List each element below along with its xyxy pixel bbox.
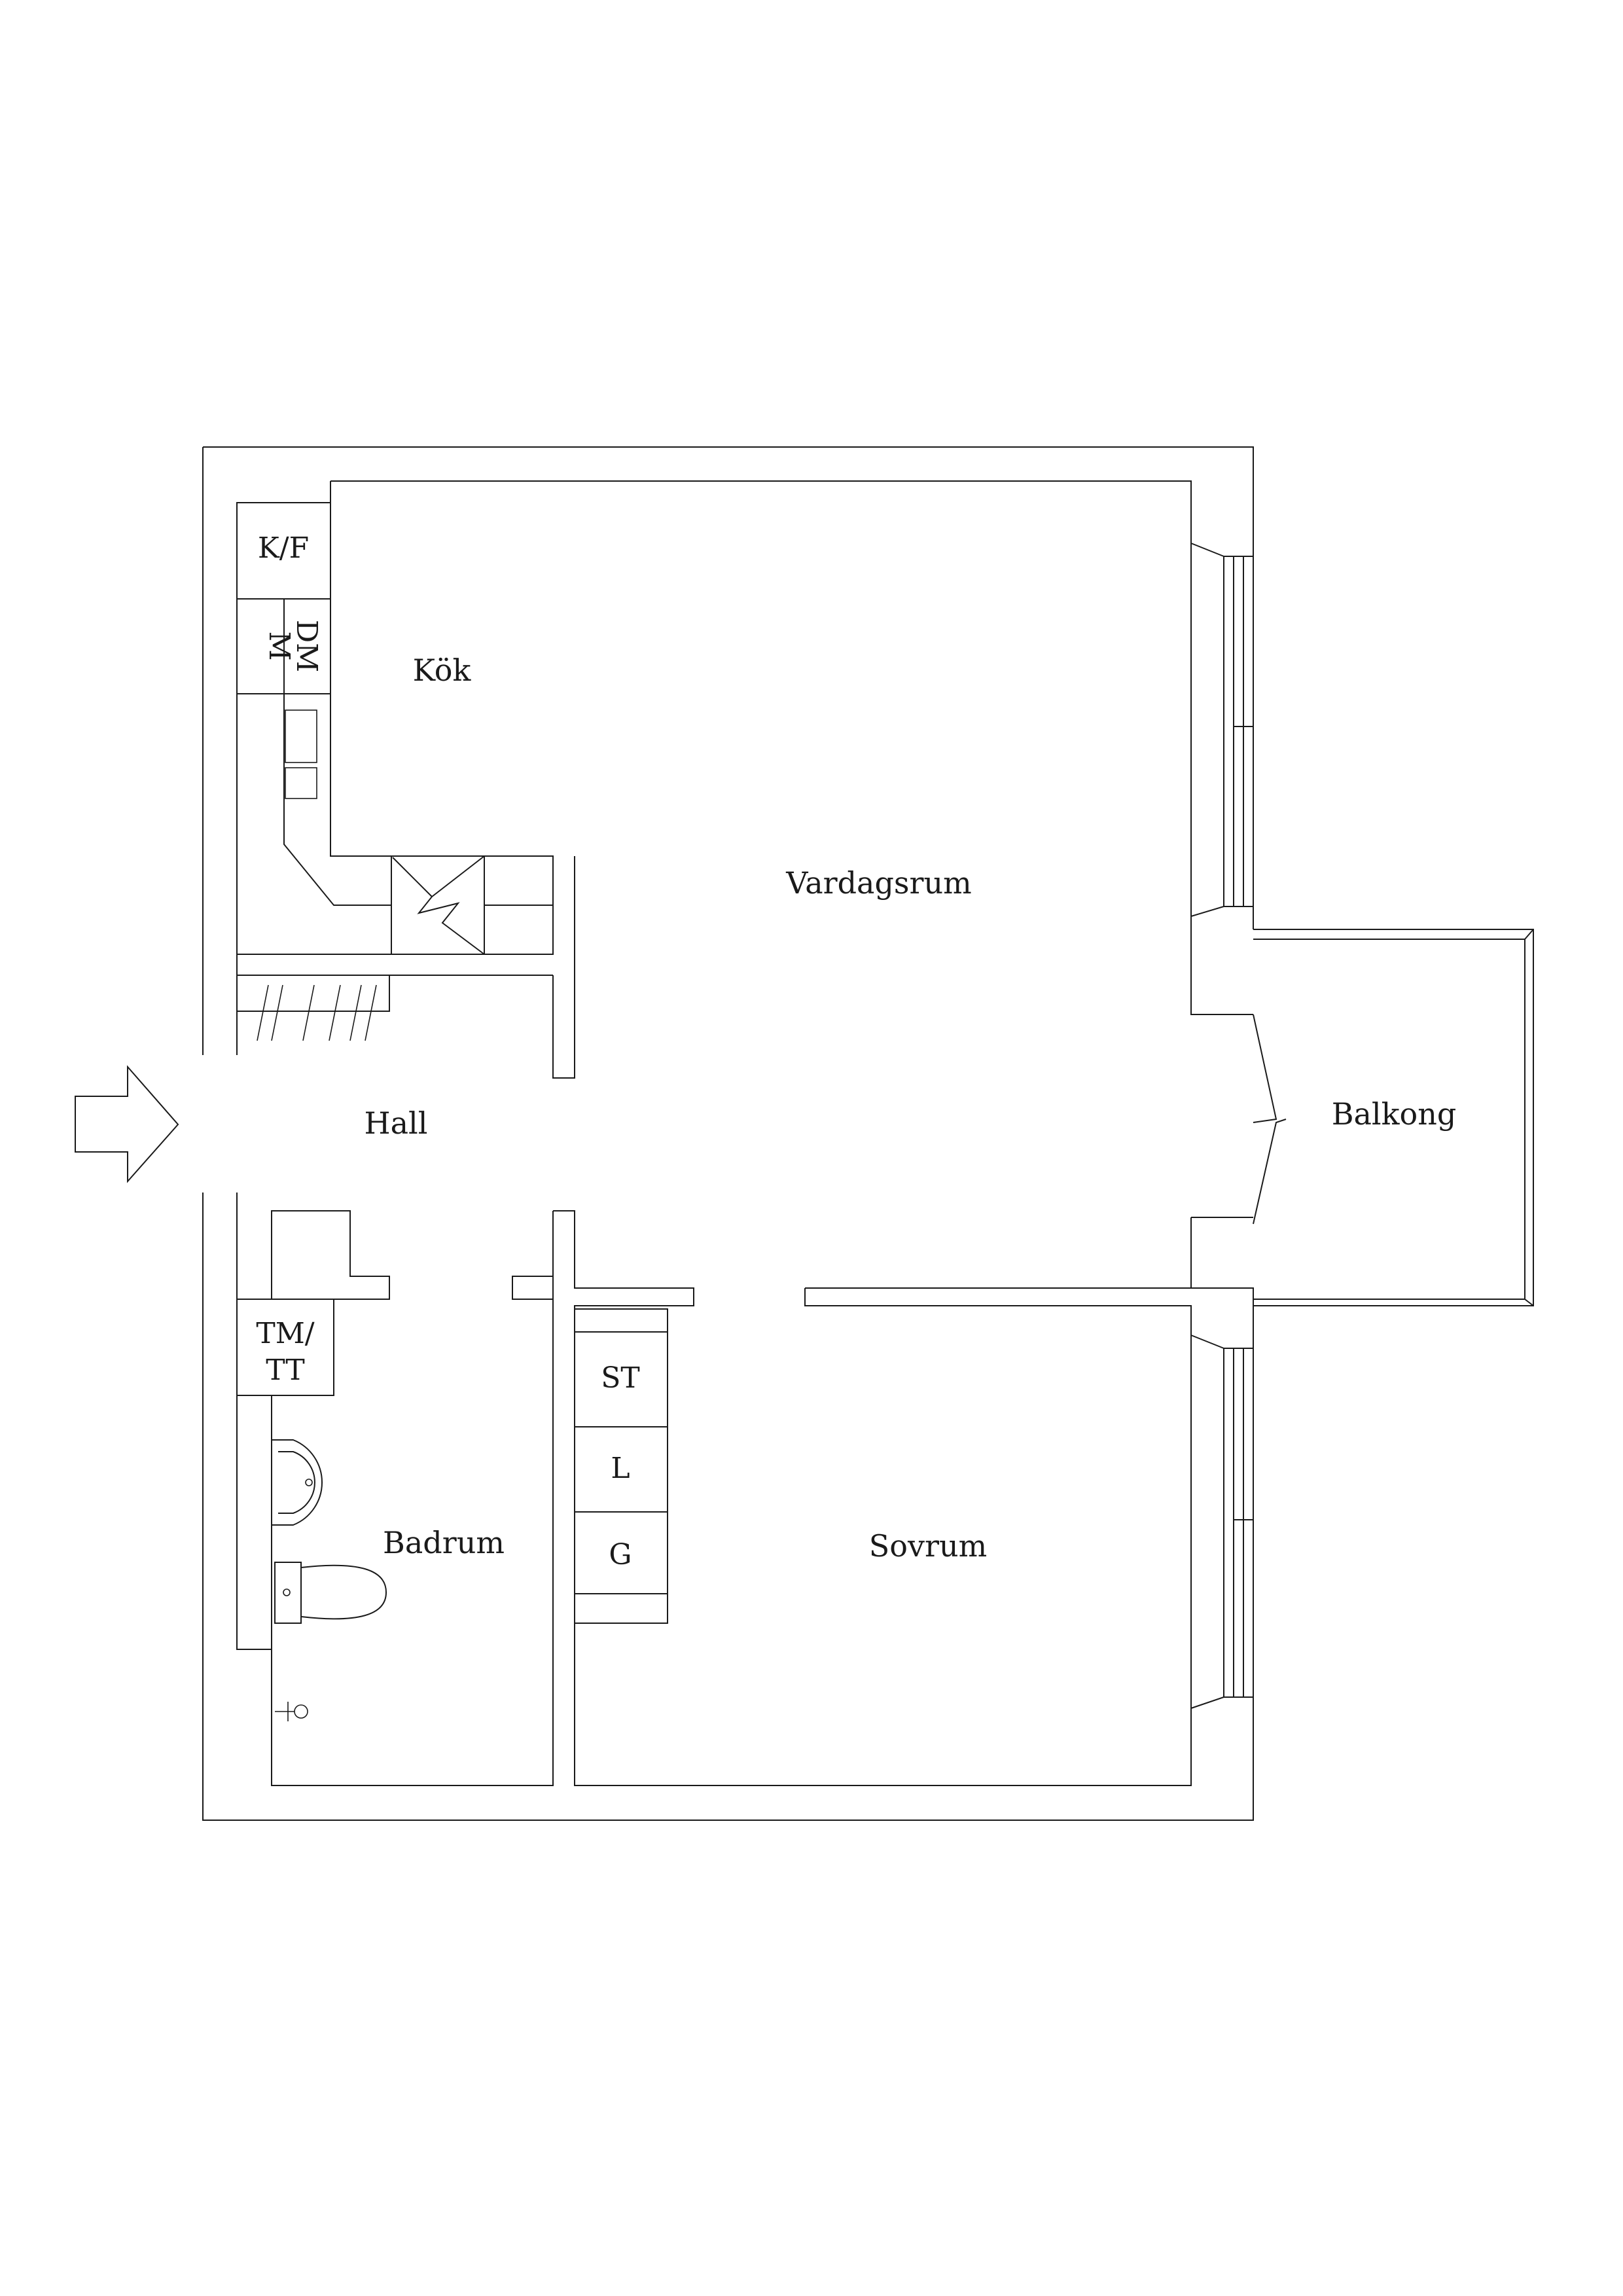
washer-dryer-label-2: TT (266, 1354, 305, 1387)
hall-wardrobe (237, 975, 553, 1012)
washbasin-drain-icon (305, 1479, 313, 1486)
bedroom-window (1190, 1335, 1253, 1709)
balcony-door (1253, 1014, 1287, 1225)
top-wall-inner (330, 480, 1253, 1015)
left-wall-lower (236, 1193, 554, 1786)
room-label-kitchen: Kök (413, 653, 472, 688)
washbasin (272, 1439, 323, 1526)
wardrobe-st-label: ST (601, 1361, 640, 1395)
wardrobe-hanger-lines (257, 984, 377, 1041)
sink-basin-small (285, 767, 317, 799)
dishwasher-label: DM (290, 620, 323, 672)
room-label-bedroom: Sovrum (869, 1528, 987, 1564)
entrance-arrow (75, 1065, 179, 1183)
room-label-balcony: Balkong (1332, 1096, 1457, 1132)
wardrobe-l-label: L (611, 1452, 630, 1485)
kitchen-inner-wall (330, 481, 391, 857)
washer-dryer-unit (236, 1299, 334, 1396)
room-label-living: Vardagsrum (785, 865, 972, 901)
washer-dryer-label-1: TM/ (256, 1317, 314, 1350)
room-label-hall: Hall (365, 1105, 428, 1141)
wardrobe-g-label: G (609, 1538, 632, 1571)
hall-stub-walls (553, 1210, 694, 1594)
living-window (1190, 543, 1253, 917)
kitchen-counter (236, 694, 391, 955)
toilet-icon-dot (283, 1588, 291, 1596)
electric-panel-icon (392, 855, 485, 955)
shower-tap-icon (275, 1702, 308, 1721)
balcony-outline (1253, 929, 1534, 1306)
toilet (274, 1562, 387, 1624)
outer-wall-outline (202, 446, 1254, 1821)
dishwasher-unit (283, 598, 331, 694)
bedroom-top-wall (574, 1287, 1254, 1786)
sink-basin-large (285, 709, 317, 763)
microwave-label: M (262, 631, 296, 660)
bedroom-wardrobe (575, 1308, 668, 1624)
stove-counter-block (391, 855, 554, 955)
bathroom-top-wall (271, 1210, 554, 1300)
fridge-freezer-label: K/F (258, 531, 309, 565)
living-right-wall-lower (1190, 1217, 1253, 1288)
room-label-bathroom: Badrum (383, 1525, 505, 1560)
stub-wall-kitchen (552, 856, 575, 1079)
